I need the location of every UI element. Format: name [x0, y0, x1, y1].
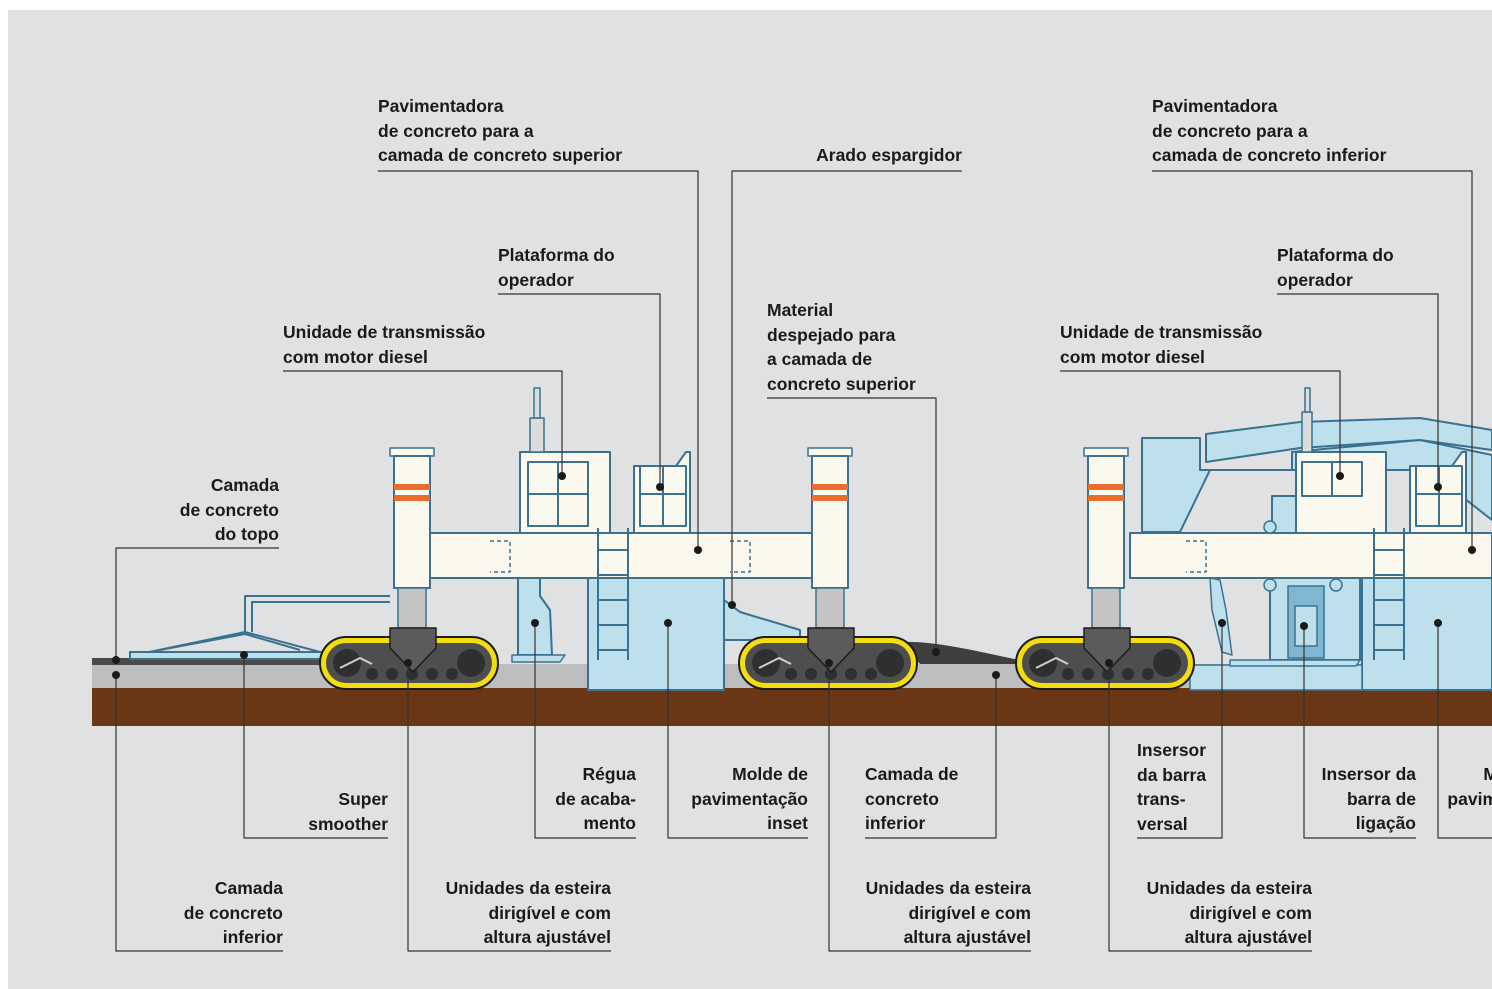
label-spreader-plough: Arado espargidor	[816, 145, 962, 165]
paver-diagram: Pavimentadora de concreto para a camada …	[8, 10, 1492, 989]
label-inset-mould-2: M pavim	[1447, 764, 1492, 809]
label-dowel-bar-inserter: Insersor da barra trans- versal	[1137, 740, 1207, 834]
label-tie-bar-inserter: Insersor da barra de ligação	[1321, 764, 1416, 833]
label-operator-platform-2: Plataforma do operador	[1277, 245, 1394, 290]
label-track-units-1: Unidades da esteira dirigível e com altu…	[445, 878, 611, 947]
leader-lines	[115, 170, 1492, 952]
leader-dots	[112, 472, 1476, 679]
label-inset-mould: Molde de pavimentação inset	[691, 764, 808, 833]
label-operator-platform-1: Plataforma do operador	[498, 245, 615, 290]
label-track-units-2: Unidades da esteira dirigível e com altu…	[865, 878, 1031, 947]
label-lower-concrete-layer-left: Camada de concreto inferior	[183, 878, 283, 947]
label-paver-upper-layer: Pavimentadora de concreto para a camada …	[378, 96, 623, 165]
label-top-concrete-layer: Camada de concreto do topo	[179, 475, 279, 544]
diagram-artwork	[92, 170, 1492, 952]
track-unit-3	[1015, 447, 1195, 690]
label-drive-unit-2: Unidade de transmissão com motor diesel	[1060, 322, 1263, 367]
label-finishing-screed: Régua de acaba- mento	[555, 764, 636, 833]
label-paver-lower-layer: Pavimentadora de concreto para a camada …	[1152, 96, 1387, 165]
label-track-units-3: Unidades da esteira dirigível e com altu…	[1146, 878, 1312, 947]
label-drive-unit-1: Unidade de transmissão com motor diesel	[283, 322, 486, 367]
label-lower-concrete-layer-mid: Camada de concreto inferior	[865, 764, 959, 833]
label-material-upper-layer: Material despejado para a camada de conc…	[767, 300, 916, 394]
paver-upper	[429, 387, 816, 691]
label-super-smoother: Super smoother	[308, 789, 388, 834]
